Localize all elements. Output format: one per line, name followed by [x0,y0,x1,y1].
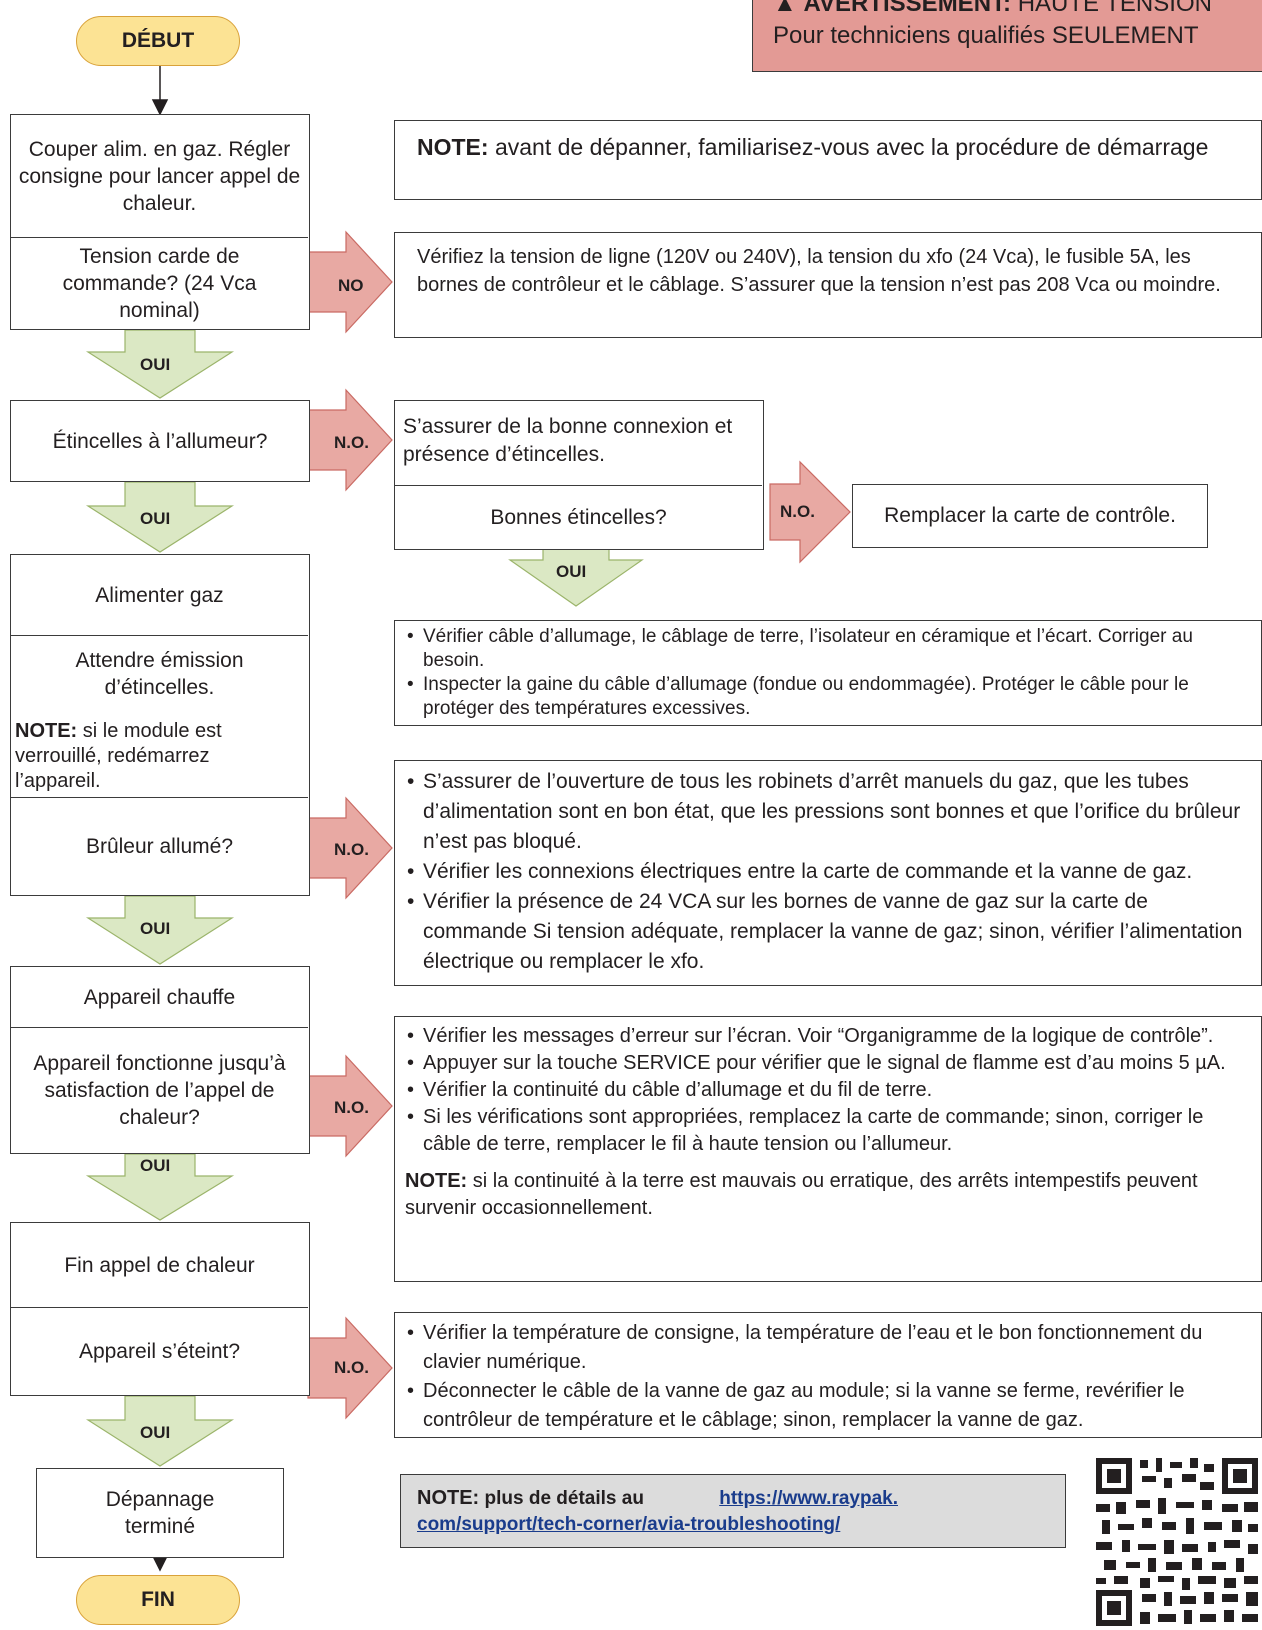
support-link-part1[interactable]: https://www.raypak. [719,1488,898,1509]
oui-arrow-shape [85,895,235,965]
list-item: Vérifier la présence de 24 VCA sur les b… [401,887,1255,977]
oui-arrow-shape [85,1153,235,1221]
note-gaz: S’assurer de l’ouverture de tous les rob… [394,760,1262,986]
list-item: Vérifier la continuité du câble d’alluma… [401,1077,1255,1104]
oui-label: OUI [140,919,171,938]
na-label: N.O. [334,1358,369,1377]
erreur-note: NOTE: si la continuité à la terre est ma… [405,1170,1198,1219]
oui-arrow-shape [85,329,235,399]
end-terminal: FIN [76,1575,240,1625]
oui-label: OUI [140,509,171,528]
footer-label: NOTE: [417,1487,480,1509]
step-attendre: Attendre émission d’étincelles. [75,649,244,699]
step-box-gaz: Alimenter gaz Attendre émission d’étince… [10,554,310,896]
qr-code[interactable] [1092,1454,1262,1630]
na-label: N.O. [334,840,369,859]
list-item: Vérifier câble d’allumage, le câblage de… [401,625,1255,673]
list-item: Si les vérifications sont appropriées, r… [401,1104,1255,1158]
warning-banner: ▲ AVERTISSEMENT: HAUTE TENSION Pour tech… [752,0,1262,72]
oui-label: OUI [140,355,171,374]
note-allumage: Vérifier câble d’allumage, le câblage de… [394,620,1262,726]
no-arrow-shape [307,230,393,334]
step-fin-appel: Fin appel de chaleur [64,1253,255,1277]
note-remplacer: Remplacer la carte de contrôle. [852,484,1208,548]
warning-line2: Pour techniciens qualifiés SEULEMENT [773,22,1199,49]
qr-code-graphic [1096,1458,1258,1626]
warning-title-rest: HAUTE TENSION [1017,0,1212,17]
no-arrow-shape [307,796,393,900]
step-termine: Dépannage terminé [36,1468,284,1558]
oui-label: OUI [140,1423,171,1442]
list-item: Vérifier les messages d’erreur sur l’écr… [401,1023,1255,1050]
start-terminal: DÉBUT [76,16,240,66]
footer-note: NOTE: plus de détails au https://www.ray… [400,1474,1066,1548]
down-arrow-head [151,99,169,116]
down-arrow-head [151,1555,169,1572]
no-arrow-shape [307,1316,393,1420]
no-arrow-shape [769,460,851,564]
note-connexion: S’assurer de la bonne connexion et prése… [403,415,733,466]
oui-label: OUI [556,562,587,581]
step-bruleur: Brûleur allumé? [85,834,234,858]
step-box-fin: Fin appel de chaleur Appareil s’éteint? [10,1222,310,1396]
na-label: N.O. [334,433,369,452]
support-link-part2[interactable]: com/support/tech-corner/avia-troubleshoo… [417,1514,841,1535]
list-item: Déconnecter le câble de la vanne de gaz … [401,1377,1255,1435]
step-box-start: Couper alim. en gaz. Régler consigne pou… [10,114,310,330]
step-box-chauffe: Appareil chauffe Appareil fonctionne jus… [10,966,310,1154]
no-arrow-shape [307,388,393,492]
note-erreur: Vérifier les messages d’erreur sur l’écr… [394,1016,1262,1282]
no-arrow-shape [307,1054,393,1158]
note-tension-check: Vérifiez la tension de ligne (120V ou 24… [394,232,1262,338]
list-item: Vérifier les connexions électriques entr… [401,857,1255,887]
step-eteint: Appareil s’éteint? [78,1339,241,1363]
oui-label: OUI [140,1156,171,1175]
oui-arrow-shape [85,1395,235,1467]
step-fonctionne: Appareil fonctionne jusqu’à satisfaction… [33,1051,286,1129]
step-alimenter: Alimenter gaz [95,583,224,607]
note-connexion-box: S’assurer de la bonne connexion et prése… [394,400,764,550]
note-intro: NOTE: avant de dépanner, familiarisez-vo… [394,120,1262,200]
footer-text: plus de détails au [479,1488,650,1509]
step-attendre-note: NOTE: si le module est verrouillé, redém… [15,720,222,792]
no-label: NO [338,276,364,295]
list-item: Inspecter la gaine du câble d’allumage (… [401,673,1255,721]
note-consigne: Vérifier la température de consigne, la … [394,1312,1262,1438]
na-label: N.O. [780,502,815,521]
note-bonnes: Bonnes étincelles? [490,505,667,529]
warning-triangle-icon: ▲ [773,0,797,17]
step-etincelles: Étincelles à l’allumeur? [10,400,310,482]
step-couper: Couper alim. en gaz. Régler consigne pou… [18,137,301,215]
list-item: S’assurer de l’ouverture de tous les rob… [401,767,1255,857]
na-label: N.O. [334,1098,369,1117]
list-item: Appuyer sur la touche SERVICE pour vérif… [401,1050,1255,1077]
warning-title: AVERTISSEMENT: [803,0,1012,17]
oui-arrow-shape [85,481,235,553]
list-item: Vérifier la température de consigne, la … [401,1319,1255,1377]
step-tension: Tension carde de commande? (24 Vca nomin… [62,244,257,322]
step-chauffe: Appareil chauffe [83,985,236,1009]
